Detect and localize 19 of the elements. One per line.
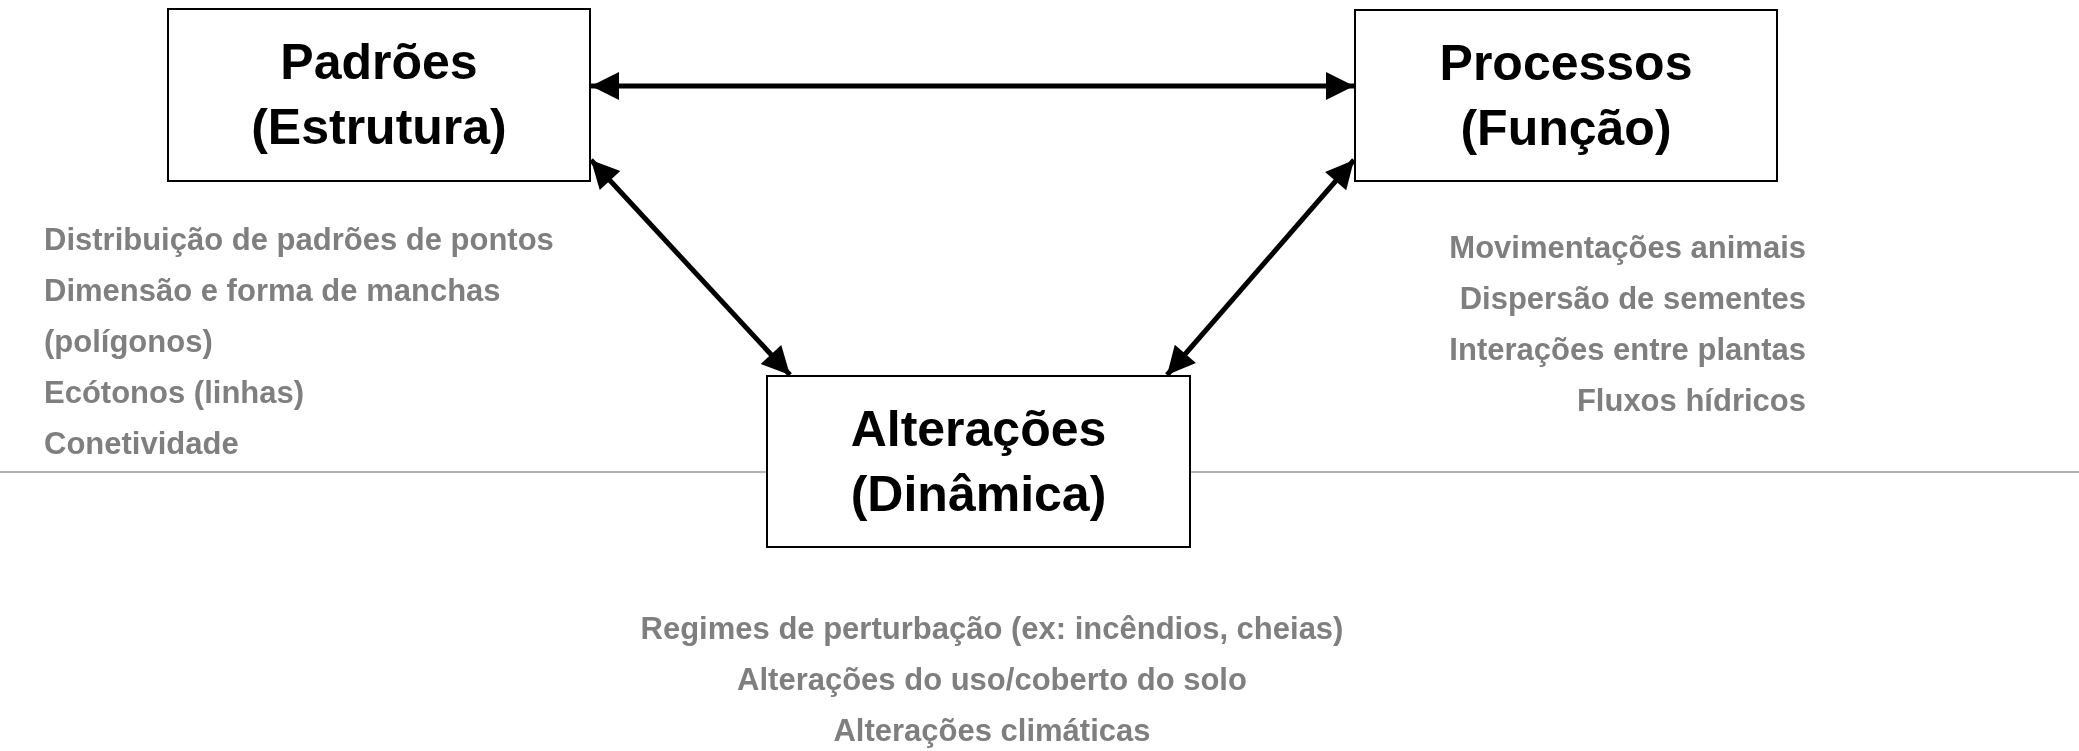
concept-box	[766, 375, 1191, 548]
list-item: Conetividade	[44, 425, 240, 463]
list-item: Regimes de perturbação (ex: incêndios, cheias)	[639, 610, 1345, 648]
list-item: Distribuição de padrões de pontos	[44, 221, 555, 259]
double-arrow	[591, 72, 1354, 100]
list-item: Dimensão e forma de manchas (polígonos)	[44, 272, 502, 361]
double-arrow	[1165, 158, 1356, 377]
list-item: Alterações do uso/coberto do solo	[736, 661, 1248, 699]
box-title: Padrões (Estrutura)	[250, 33, 508, 157]
box-title: Processos (Função)	[1438, 33, 1694, 158]
list-item: Fluxos hídricos	[1575, 382, 1806, 420]
concept-box	[167, 8, 591, 182]
box-title: Alterações (Dinâmica)	[849, 399, 1108, 524]
list-item: Interações entre plantas	[1449, 331, 1806, 369]
list-item: Dispersão de sementes	[1458, 280, 1806, 318]
list-item: Alterações climáticas	[832, 712, 1152, 750]
list-item: Ecótonos (linhas)	[44, 374, 306, 412]
concept-box	[1354, 9, 1778, 182]
list-item: Movimentações animais	[1449, 229, 1806, 267]
